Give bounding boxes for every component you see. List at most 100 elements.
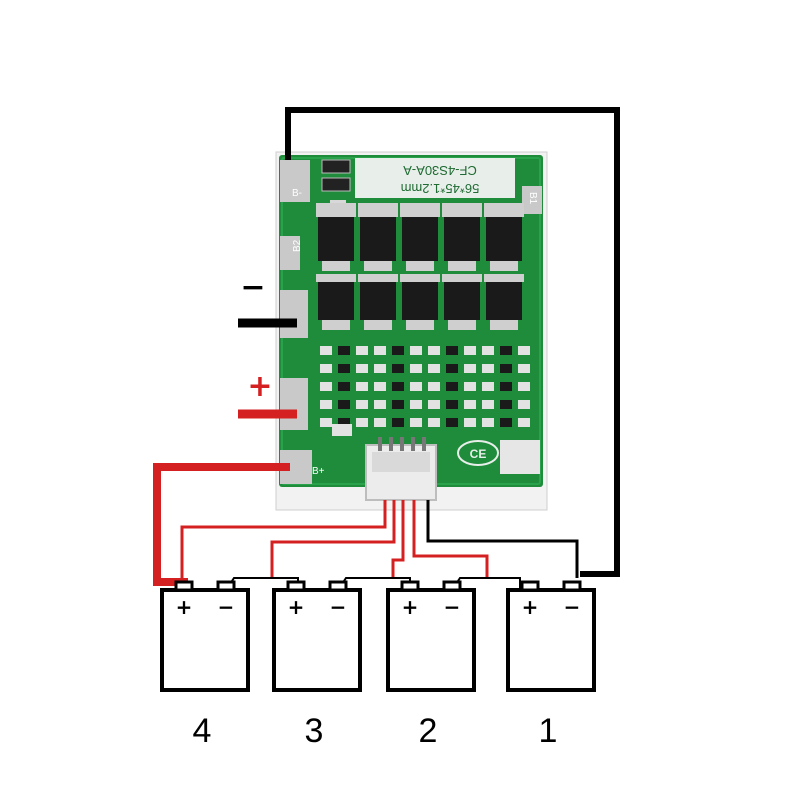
pad-b1-label: B1 [527,192,538,205]
balance-wire-b2 [391,500,405,578]
smd-component [482,364,494,373]
smd-component [446,400,458,409]
battery-plus-terminal [400,580,420,592]
smd-component [464,418,476,427]
battery-cell-1: +−1 [506,580,596,750]
smd-component [500,346,512,355]
battery-plus-terminal [286,580,306,592]
smd-component [410,364,422,373]
battery-body [386,588,476,692]
smd-component [374,418,386,427]
smd-component [518,382,530,391]
mosfet-leads [322,261,350,271]
smd-component [356,418,368,427]
smd-component [464,364,476,373]
smd-component [320,346,332,355]
battery-plus-sign: + [176,595,193,619]
battery-plus-terminal [520,580,540,592]
smd-component [464,400,476,409]
mosfet-leads [448,261,476,271]
smd-component [446,382,458,391]
battery-number-label: 2 [419,712,438,750]
mosfet [402,282,438,320]
smd-component [446,364,458,373]
battery-minus-sign: − [330,595,347,619]
smd-component [410,346,422,355]
black-main-negative-wire [285,107,620,577]
smd-component [356,382,368,391]
mosfet-row-top [316,203,524,271]
battery-cells: +−4+−3+−2+−1 [160,580,596,750]
mosfet-tab [400,203,440,217]
smd-component [338,364,350,373]
pad-b-plus-label: B+ [312,466,325,477]
smd-component [374,382,386,391]
smd-component [428,382,440,391]
battery-cell-4: +−4 [160,580,250,750]
battery-plus-terminal [174,580,194,592]
pcb-logo-text: CE [470,447,487,461]
smd-component [374,364,386,373]
battery-minus-terminal [562,580,582,592]
pcb-size-text: 56*45*1.2mm [401,181,480,196]
battery-minus-terminal [328,580,348,592]
battery-plus-sign: + [288,595,305,619]
balance-wire-b1 [412,500,489,578]
battery-cell-2: + − 2 [386,580,476,750]
battery-number-label: 3 [305,712,324,750]
mosfet [318,282,354,320]
mosfet [486,217,522,261]
smd-component [374,400,386,409]
smd-component [338,382,350,391]
smd-component [518,418,530,427]
smd-component [428,364,440,373]
battery-body [272,588,362,692]
smd-component [500,418,512,427]
red-b-plus-wire [153,463,290,586]
battery-body [506,588,596,692]
balance-connector-socket [372,452,430,472]
smd-component [446,418,458,427]
output-minus-sign: − [240,270,265,305]
smd-component [356,400,368,409]
mosfet [444,217,480,261]
resistor-top-2 [321,177,351,192]
smd-component [464,382,476,391]
mosfet-tab [484,203,524,217]
pcb-logo [457,440,499,466]
mosfet-leads [406,320,434,330]
mosfet-tab [316,203,356,217]
pcb-label-panel [355,158,515,198]
mosfet-tab [358,203,398,217]
pad-p-plus [280,378,308,430]
mosfet-tab [358,274,398,282]
smd-component [428,418,440,427]
pcb-model-text: CF-4S30A-A [403,163,477,178]
smd-component [392,400,404,409]
battery-plus-sign: + [402,595,419,619]
smd-component [446,346,458,355]
smd-component-grid [320,346,530,436]
mosfet-leads [406,261,434,271]
smd-component [338,418,350,427]
smd-component [410,382,422,391]
smd-component [464,346,476,355]
balance-wires [180,500,579,584]
pad-b1 [522,186,542,214]
pad-b-minus-label: B- [292,188,302,199]
smd-component [374,346,386,355]
smd-component [482,346,494,355]
smd-component [410,418,422,427]
mosfet-row-bottom [316,274,524,330]
balance-connector-pins [378,437,426,451]
smd-component [482,400,494,409]
smd-component [320,382,332,391]
battery-minus-terminal [442,580,462,592]
smd-component [518,400,530,409]
mosfet-tab [400,274,440,282]
balance-wire-b4-plus [180,500,387,584]
battery-minus-sign: − [444,595,461,619]
pad-p-minus [280,290,308,338]
smd-component [356,346,368,355]
balance-wire-b3 [270,500,396,578]
